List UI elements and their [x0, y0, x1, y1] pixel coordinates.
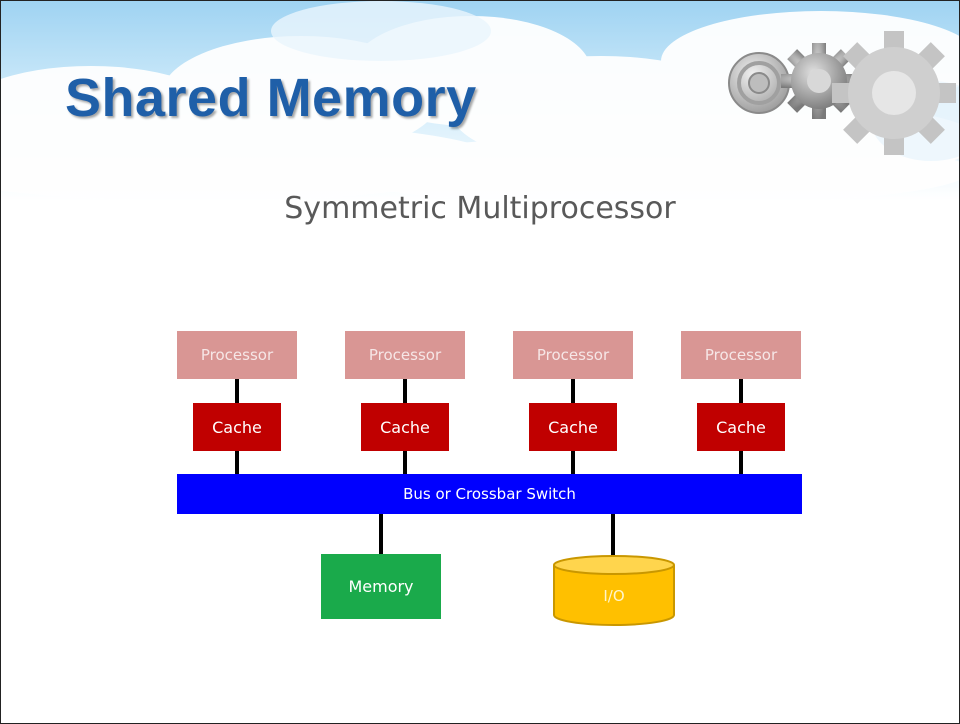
- bus-bar: Bus or Crossbar Switch: [177, 474, 802, 514]
- connector-line: [739, 379, 743, 403]
- io-cylinder-icon: [553, 555, 675, 626]
- connector-line: [571, 451, 575, 474]
- connector-line: [403, 451, 407, 474]
- processor-box: Processor: [345, 331, 465, 379]
- connector-line: [403, 379, 407, 403]
- cache-box: Cache: [193, 403, 281, 451]
- cache-box: Cache: [361, 403, 449, 451]
- processor-box: Processor: [177, 331, 297, 379]
- cache-box: Cache: [529, 403, 617, 451]
- processor-box: Processor: [513, 331, 633, 379]
- memory-box: Memory: [321, 554, 441, 619]
- connector-line: [235, 451, 239, 474]
- connector-line: [379, 514, 383, 554]
- io-label: I/O: [603, 587, 625, 605]
- connector-line: [235, 379, 239, 403]
- subtitle: Symmetric Multiprocessor: [284, 191, 676, 226]
- connector-line: [739, 451, 743, 474]
- connector-line: [611, 514, 615, 558]
- processor-box: Processor: [681, 331, 801, 379]
- gear-icon: [728, 31, 956, 155]
- connector-line: [571, 379, 575, 403]
- cache-box: Cache: [697, 403, 785, 451]
- page-title: Shared Memory: [65, 68, 477, 128]
